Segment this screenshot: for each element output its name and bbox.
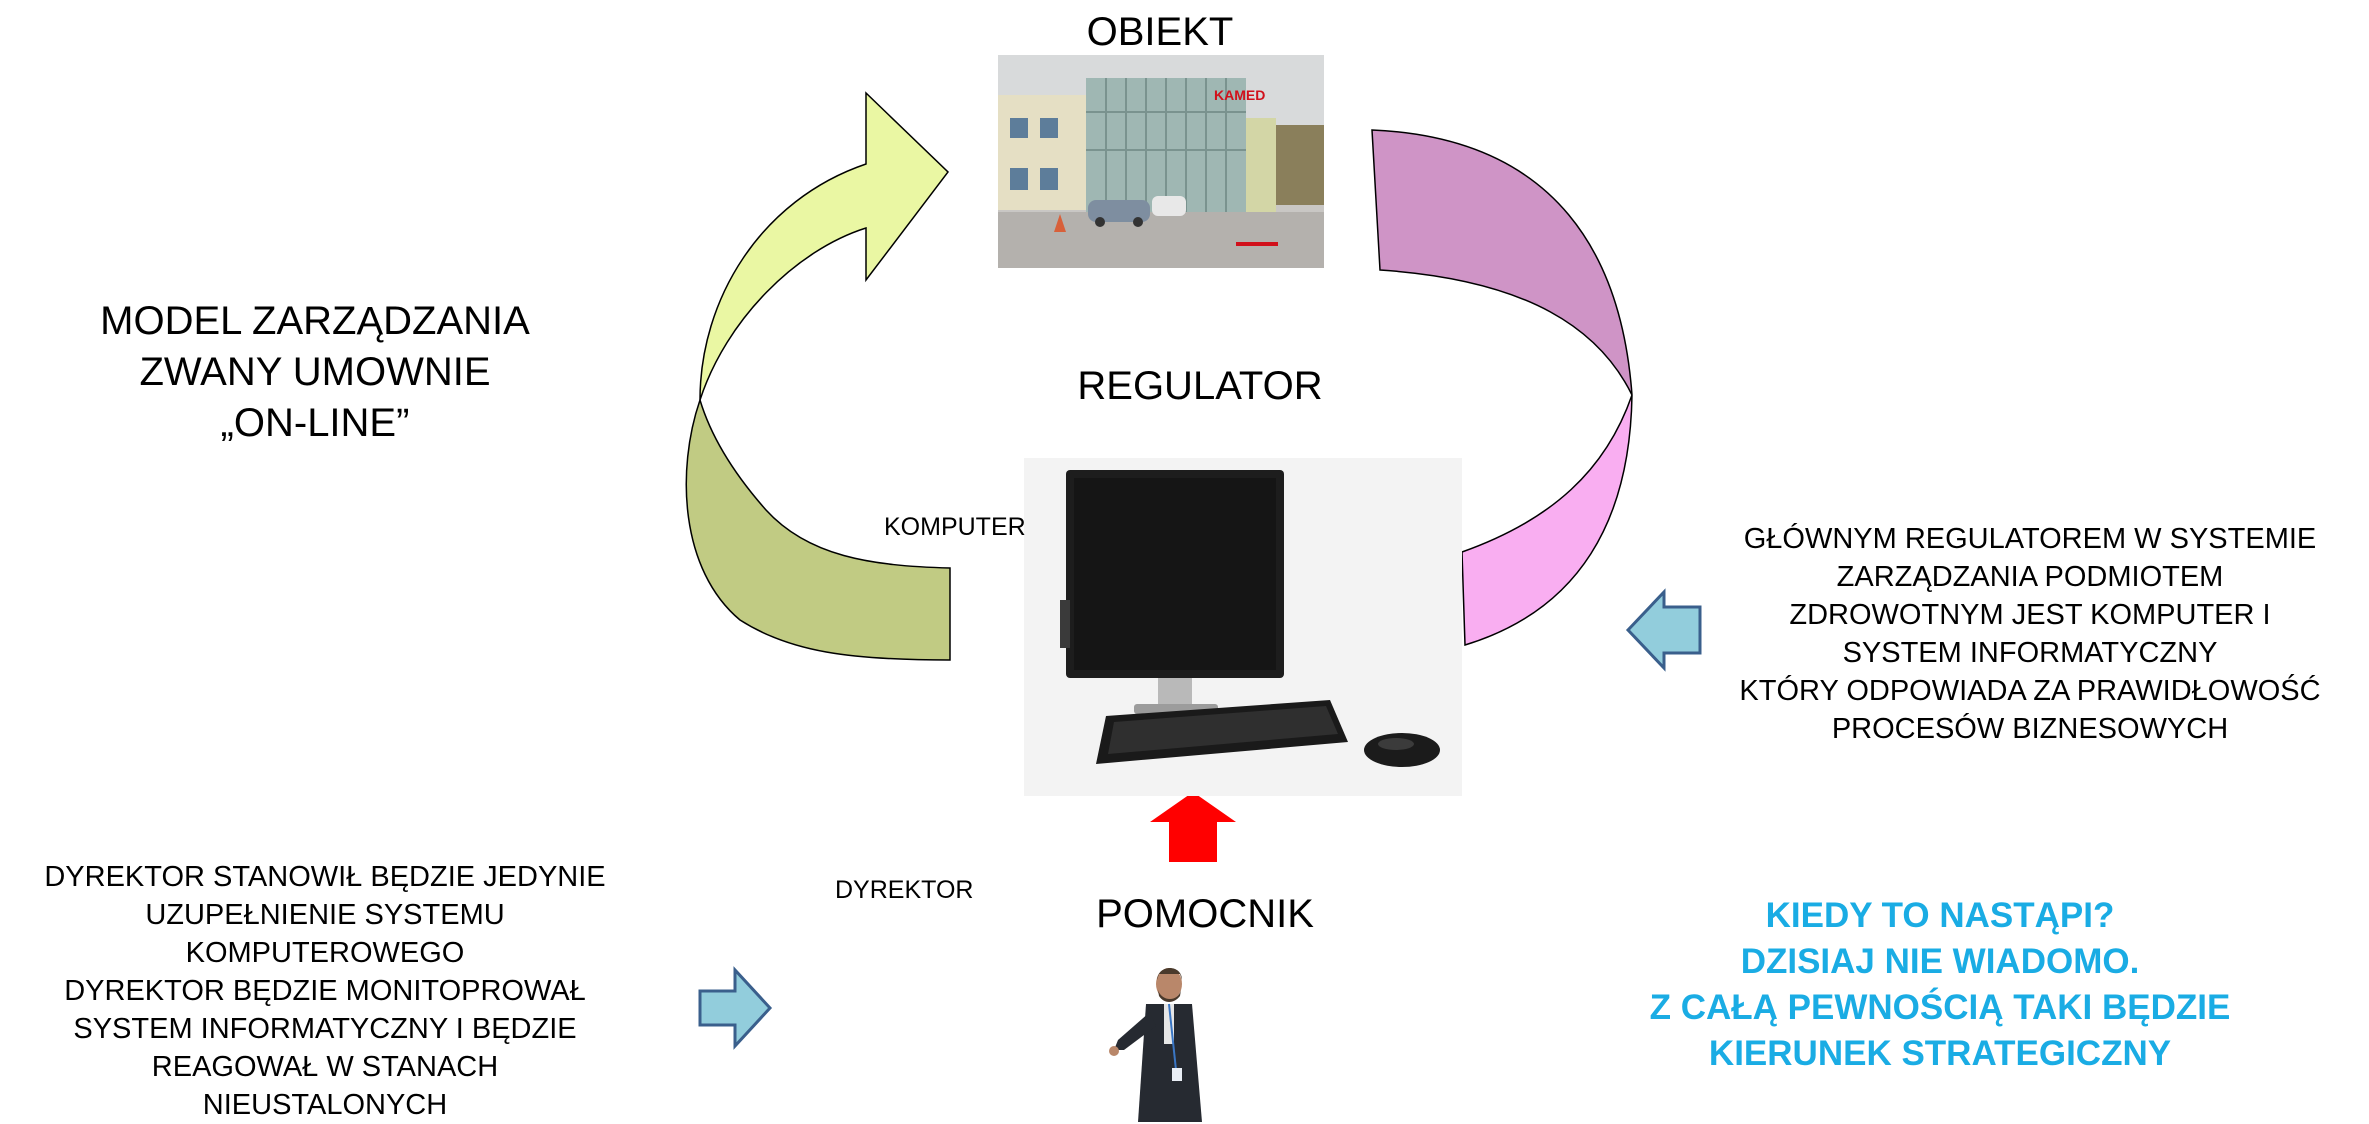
left-curved-arrow-lower [685,397,951,661]
computer-photo [1024,458,1462,796]
arrow-left-block [1625,588,1702,672]
left-note-line-7: NIEUSTALONYCH [202,1089,448,1121]
right-note-line-5: KTÓRY ODPOWIADA ZA PRAWIDŁOWOŚĆ [1739,675,2321,707]
right-note: GŁÓWNYM REGULATOREM W SYSTEMIE ZARZĄDZAN… [1700,520,2360,748]
person-photo [1106,966,1256,1122]
right-note-line-1: GŁÓWNYM REGULATOREM W SYSTEMIE [1743,523,2317,555]
left-note: DYREKTOR STANOWIŁ BĘDZIE JEDYNIE UZUPEŁN… [0,858,650,1124]
left-note-line-6: REAGOWAŁ W STANACH [151,1051,499,1083]
question-line-4: KIERUNEK STRATEGICZNY [1708,1034,2172,1073]
building-photo: KAMED [998,55,1324,268]
right-note-line-2: ZARZĄDZANIA PODMIOTEM [1836,561,2224,593]
model-title-line-1: MODEL ZARZĄDZANIA [100,299,530,343]
label-regulator: REGULATOR [1077,364,1323,408]
question-note: KIEDY TO NASTĄPI? DZISIAJ NIE WIADOMO. Z… [1560,893,2320,1077]
question-line-3: Z CAŁĄ PEWNOŚCIĄ TAKI BĘDZIE [1649,988,2231,1027]
right-curved-band-upper [1371,129,1633,396]
label-komputer: KOMPUTER [884,513,1026,541]
left-note-line-4: DYREKTOR BĘDZIE MONITOPROWAŁ [64,975,586,1007]
question-line-2: DZISIAJ NIE WIADOMO. [1740,942,2140,981]
red-up-arrow [1150,792,1236,862]
model-title: MODEL ZARZĄDZANIA ZWANY UMOWNIE „ON-LINE… [40,296,590,449]
label-obiekt: OBIEKT [1086,10,1234,54]
question-line-1: KIEDY TO NASTĄPI? [1765,896,2115,935]
left-note-line-3: KOMPUTEROWEGO [185,937,465,969]
label-pomocnik: POMOCNIK [1096,892,1314,936]
left-note-line-1: DYREKTOR STANOWIŁ BĘDZIE JEDYNIE [44,861,606,893]
right-note-line-3: ZDROWOTNYM JEST KOMPUTER I [1789,599,2271,631]
model-title-line-3: „ON-LINE” [220,401,410,445]
label-dyrektor: DYREKTOR [835,876,974,904]
right-note-line-4: SYSTEM INFORMATYCZNY [1842,637,2218,669]
arrow-right-block [698,966,773,1050]
left-note-line-5: SYSTEM INFORMATYCZNY I BĘDZIE [73,1013,577,1045]
building-sign: KAMED [1214,87,1265,103]
right-curved-band-lower [1461,394,1633,647]
right-note-line-6: PROCESÓW BIZNESOWYCH [1831,713,2229,745]
left-note-line-2: UZUPEŁNIENIE SYSTEMU [145,899,505,931]
model-title-line-2: ZWANY UMOWNIE [139,350,491,394]
left-curved-arrow-upper [699,91,950,401]
photo-date-stamp [1236,242,1278,246]
